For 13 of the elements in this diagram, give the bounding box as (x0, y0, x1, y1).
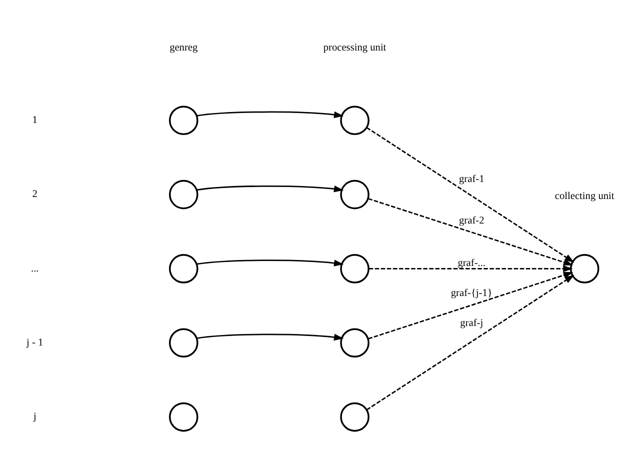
label: 2 (32, 188, 38, 200)
label: genreg (170, 42, 198, 54)
label: ... (31, 262, 39, 274)
edge-label: graf-1 (459, 174, 484, 185)
label: collecting unit (554, 190, 614, 202)
edge-label: graf-2 (459, 215, 484, 226)
label: j - 1 (26, 337, 44, 348)
label: j (33, 411, 36, 422)
label: 1 (32, 114, 38, 126)
edge-label: graf-... (458, 257, 486, 268)
label: processing unit (323, 42, 386, 54)
edge-label: graf-j (460, 318, 484, 329)
edge-label: graf-{j-1} (450, 287, 492, 298)
